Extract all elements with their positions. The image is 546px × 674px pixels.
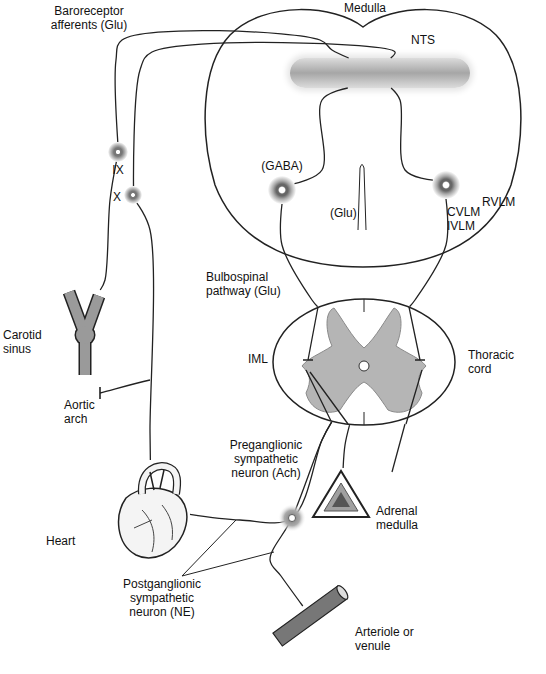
midline-fissure (358, 165, 366, 231)
median-fissure (364, 299, 365, 425)
preganglionic-axon (306, 370, 422, 424)
ganglion-nucleus (289, 515, 296, 522)
medulla-border (205, 10, 521, 267)
central-canal (359, 361, 369, 371)
nerve-fiber (115, 31, 348, 142)
nerve-fiber (343, 425, 349, 468)
spinal-cord-section: IMLThoracic cord (272, 298, 456, 426)
vessel-lumen (69, 292, 99, 375)
heart: Heart (112, 460, 190, 560)
node-label: X (110, 190, 124, 204)
great-vessel (150, 470, 164, 490)
aortic-branch-fiber (100, 380, 150, 393)
nerve-fiber (137, 203, 154, 460)
nerve-fiber (295, 88, 348, 184)
bulbospinal-terminal (303, 307, 318, 360)
leader-line (182, 520, 236, 576)
aorta-lumen (142, 466, 177, 494)
adrenal-core (332, 492, 350, 507)
nerve-fiber (133, 42, 395, 186)
node-shape (310, 468, 372, 520)
nerve-fiber (190, 422, 332, 523)
vessel-body (273, 586, 347, 646)
node-shape (272, 298, 456, 426)
carotid-sinus: Carotid sinus (55, 290, 105, 375)
node-label: Carotid sinus (3, 328, 53, 356)
node-shape (288, 606, 332, 626)
blood-vessel: Arteriole or venule (288, 606, 332, 626)
node-label: (GABA) (256, 159, 308, 173)
coronary-vessel (134, 505, 173, 552)
nerve-fiber (100, 162, 116, 290)
node-label: Adrenal medulla (376, 504, 436, 532)
neuron-soma: (GABA) (268, 176, 296, 204)
node-label: Arteriole or venule (355, 625, 417, 653)
node-label: RVLM (482, 195, 522, 209)
transmitter-label: (Glu) (330, 206, 370, 220)
node-label: NTS (398, 33, 448, 47)
vessel-wall (69, 292, 99, 375)
nucleus-label: CVLM (447, 205, 483, 219)
vessel-opening (335, 584, 350, 601)
neuron-label: Postganglionic sympathetic neuron (NE) (112, 577, 212, 619)
nucleus-band: NTS (290, 58, 470, 88)
adrenal-gland: Adrenal medulla (310, 468, 372, 520)
node-label: IX (103, 163, 133, 177)
node-label: Heart (46, 534, 96, 548)
node-label: Thoracic cord (468, 348, 528, 376)
nerve-fiber (280, 204, 317, 307)
nerve-fiber (391, 88, 433, 180)
descending-axon (392, 424, 405, 472)
heart-body (119, 488, 187, 558)
neuron-label: Preganglionic sympathetic neuron (Ach) (222, 438, 310, 480)
neuron-soma: RVLM (432, 171, 460, 199)
ganglion-cell (278, 504, 306, 532)
node-label: IML (236, 352, 268, 366)
leader-line (182, 552, 274, 576)
bulbospinal-terminal (409, 307, 425, 360)
node-shape (112, 460, 190, 560)
nerve-label: Baroreceptor afferents (Glu) (48, 4, 130, 32)
node-shape (55, 290, 105, 375)
cord-outline (273, 299, 455, 425)
sensory-ganglion: IX (108, 142, 128, 162)
nerve-terminal (99, 387, 101, 399)
gray-matter (302, 308, 426, 412)
pathway-label: Bulbospinal pathway (Glu) (206, 270, 292, 298)
nerve-fiber (410, 199, 448, 306)
adrenal-medulla (324, 483, 358, 511)
sinus-bulb (76, 326, 94, 344)
structure-label: Aortic arch (64, 398, 108, 426)
aorta-wall (142, 466, 177, 494)
nucleus-label: IVLM (447, 219, 483, 233)
adrenal-cortex (313, 471, 369, 517)
node-label: Medulla (333, 1, 397, 15)
sensory-ganglion: X (124, 186, 142, 204)
